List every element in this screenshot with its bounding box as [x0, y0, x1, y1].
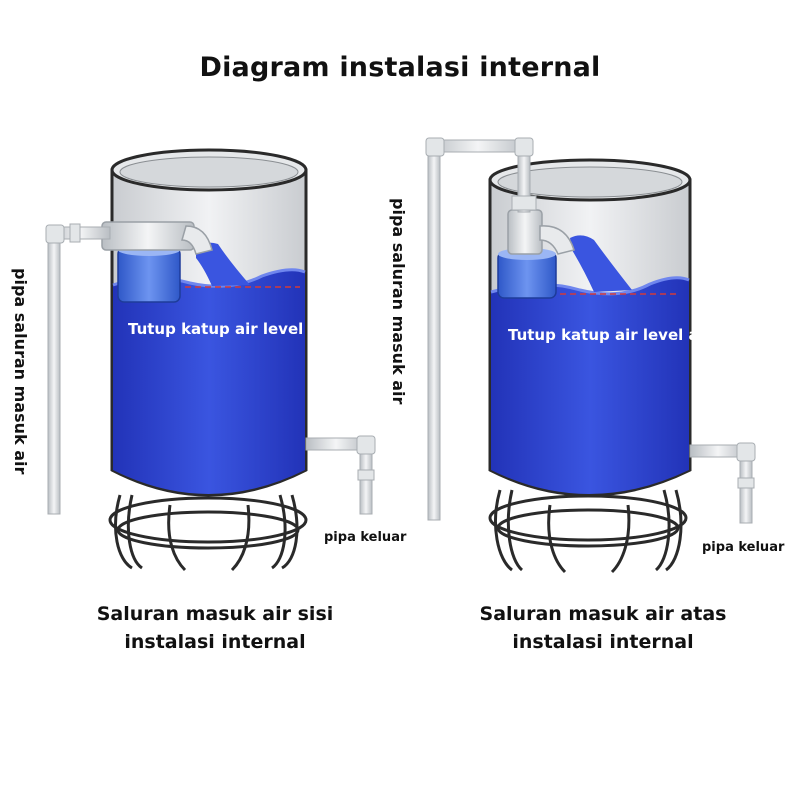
- left-inlet-pipe: [45, 223, 111, 515]
- right-outlet-pipe: [689, 442, 756, 524]
- right-tank: [425, 137, 756, 574]
- left-tank-stand: [108, 494, 308, 572]
- right-caption-line1: Saluran masuk air atas: [479, 603, 727, 625]
- left-tank: [45, 148, 376, 572]
- left-tank-water: [113, 269, 305, 494]
- left-tank-water-jet: [196, 242, 250, 286]
- right-valve-body: [507, 209, 543, 255]
- right-tank-water: [491, 277, 689, 494]
- right-inlet-label: pipa saluran masuk air: [389, 198, 408, 405]
- right-inlet-pipe: [425, 137, 537, 521]
- left-valve-body: [101, 221, 195, 251]
- left-outlet-label: pipa keluar: [324, 530, 407, 545]
- right-tank-stand: [488, 489, 688, 574]
- left-caption-line1: Saluran masuk air sisi: [96, 603, 334, 625]
- left-float-ball: [117, 247, 181, 303]
- left-inlet-label: pipa saluran masuk air: [11, 268, 30, 475]
- right-caption-line2: instalasi internal: [512, 631, 694, 653]
- left-caption: Saluran masuk air sisi instalasi interna…: [90, 600, 340, 656]
- right-caption: Saluran masuk air atas instalasi interna…: [478, 600, 728, 656]
- diagram-title: Diagram instalasi internal: [199, 52, 601, 83]
- right-outlet-label: pipa keluar: [702, 540, 785, 555]
- right-tank-water-jet: [570, 235, 632, 292]
- left-caption-line2: instalasi internal: [124, 631, 306, 653]
- right-tank-inside-label: Tutup katup air level air: [508, 326, 712, 344]
- left-outlet-pipe: [305, 435, 376, 515]
- left-tank-inside-label: Tutup katup air level air: [128, 320, 332, 338]
